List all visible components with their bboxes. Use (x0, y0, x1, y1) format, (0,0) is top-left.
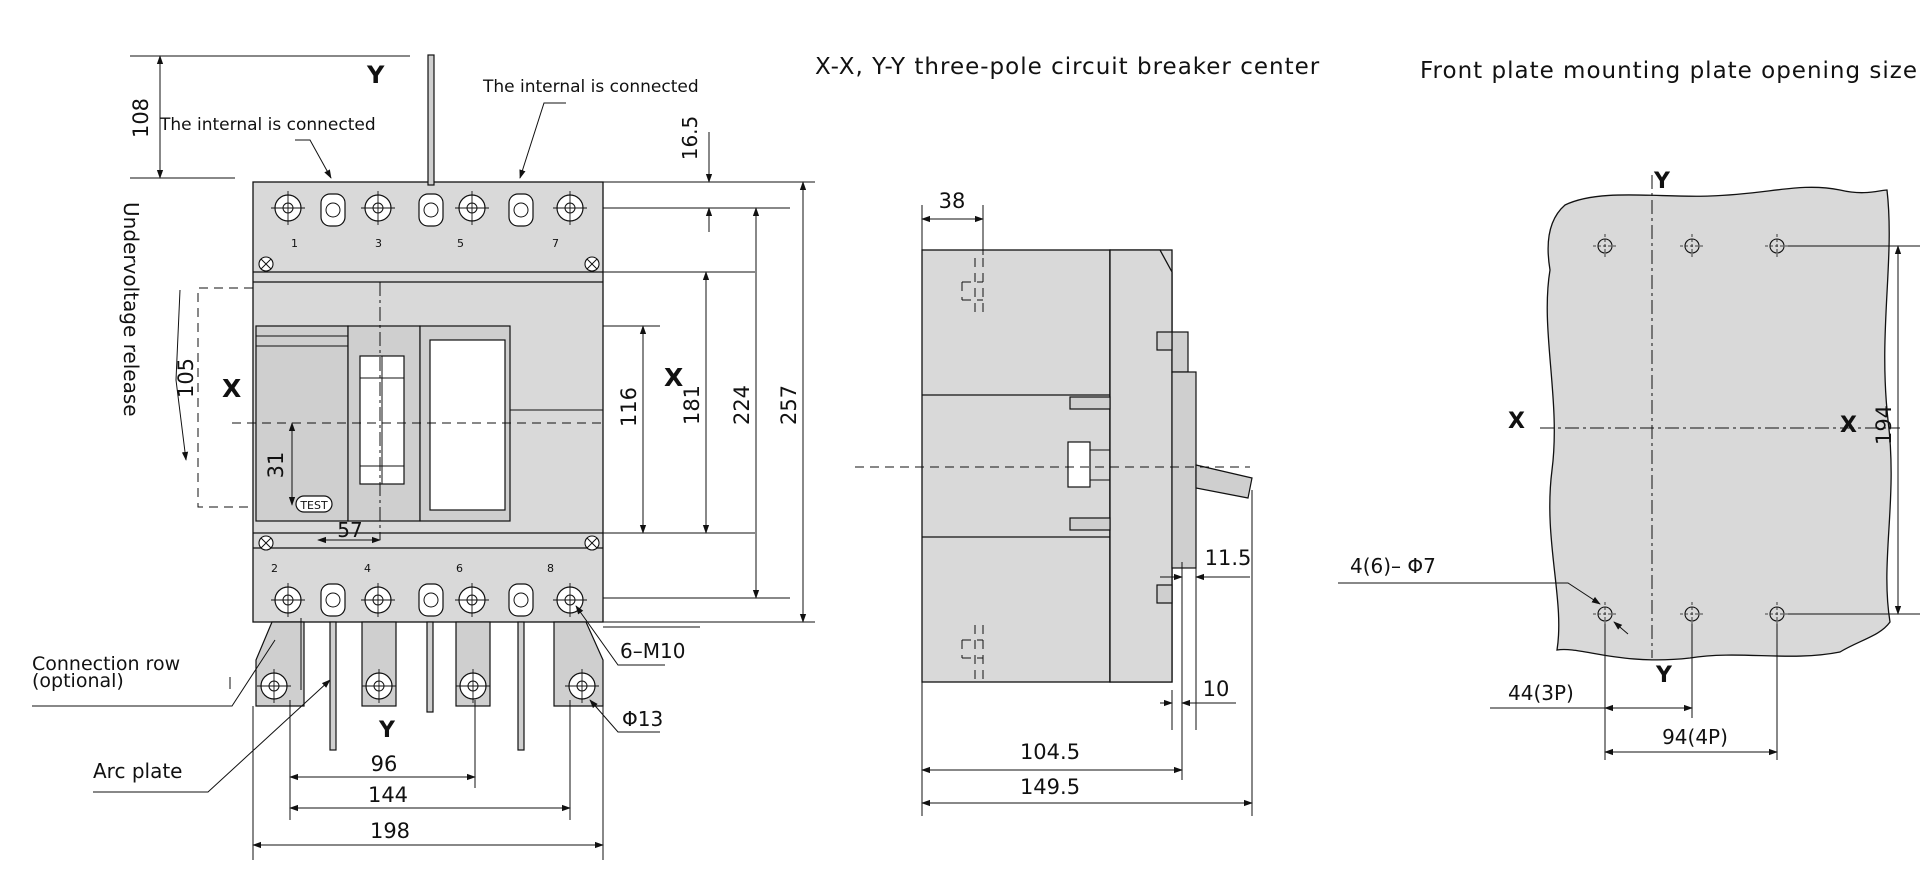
side-handle-plate (1171, 371, 1197, 569)
axis-y-top: Y (366, 61, 385, 89)
dim-116: 116 (617, 387, 641, 427)
svg-text:7: 7 (552, 237, 559, 250)
dim-57: 57 (337, 518, 362, 542)
panel-axis-y-top: Y (1653, 169, 1671, 194)
test-label: TEST (299, 499, 328, 512)
panel-title: Front plate mounting plate opening size (1420, 58, 1918, 84)
label-holes: 4(6)– Φ7 (1350, 554, 1436, 578)
front-view: TEST 1 3 5 7 2 4 6 8 (32, 54, 815, 860)
dim-16-5: 16.5 (678, 116, 702, 161)
arc-plate-1 (329, 621, 337, 751)
svg-text:1: 1 (291, 237, 298, 250)
dim-31: 31 (264, 452, 288, 479)
dim-149-5: 149.5 (1020, 775, 1080, 799)
mounting-panel: Y Y X X 194 4(6)– Φ7 44(3P) 94(4P) (1338, 169, 1920, 760)
dim-10: 10 (1203, 677, 1230, 701)
panel-plate (1546, 186, 1892, 661)
dim-44: 44(3P) (1508, 681, 1574, 705)
label-connection-row-optional: (optional) (32, 670, 124, 692)
label-undervoltage: Undervoltage release (119, 202, 143, 417)
label-hole: Φ13 (622, 707, 663, 731)
axis-x-left: X (222, 374, 241, 403)
side-handle-lever[interactable] (1195, 464, 1253, 499)
axis-x-right: X (664, 363, 683, 392)
svg-text:4: 4 (364, 562, 371, 575)
side-handle-base (1171, 331, 1189, 373)
side-view: 38 11.5 10 104.5 149.5 (855, 189, 1253, 816)
top-link-bar (427, 54, 435, 186)
svg-text:2: 2 (271, 562, 278, 575)
svg-text:6: 6 (456, 562, 463, 575)
arc-plate-3 (517, 621, 525, 751)
label-thread: 6–M10 (620, 639, 685, 663)
svg-text:5: 5 (457, 237, 464, 250)
dim-198: 198 (370, 819, 410, 843)
dim-257: 257 (777, 385, 801, 425)
panel-axis-x-left: X (1508, 409, 1525, 434)
dim-105-line (175, 289, 189, 461)
side-clip (1067, 441, 1091, 488)
dim-105: 105 (174, 358, 198, 398)
svg-text:3: 3 (375, 237, 382, 250)
label-connection-row: Connection row (32, 653, 180, 675)
dim-96: 96 (371, 752, 398, 776)
side-view-title: X-X, Y-Y three-pole circuit breaker cent… (815, 54, 1320, 80)
dim-181: 181 (680, 385, 704, 425)
terminal-numbers-bottom: 2 4 6 8 (271, 562, 554, 575)
dim-194: 194 (1872, 405, 1896, 445)
axis-y-bottom: Y (378, 718, 396, 743)
nameplate (429, 339, 506, 511)
dim-144: 144 (368, 783, 408, 807)
svg-text:8: 8 (547, 562, 554, 575)
panel-axis-x-right: X (1840, 413, 1857, 438)
dim-108: 108 (129, 98, 153, 138)
label-internal-left: The internal is connected (159, 115, 376, 135)
test-button[interactable] (295, 495, 333, 513)
arc-plate-2 (426, 621, 434, 713)
corner-screw-icon (258, 256, 274, 272)
dim-224: 224 (730, 385, 754, 425)
dim-38: 38 (939, 189, 966, 213)
dim-94: 94(4P) (1662, 725, 1728, 749)
breaker-cover-left (255, 325, 349, 522)
terminal-numbers-top: 1 3 5 7 (291, 237, 559, 250)
label-arc-plate: Arc plate (93, 759, 182, 783)
dim-11-5: 11.5 (1205, 546, 1252, 570)
panel-axis-y-bottom: Y (1655, 663, 1673, 688)
dim-104-5: 104.5 (1020, 740, 1080, 764)
label-internal-right: The internal is connected (482, 77, 699, 97)
